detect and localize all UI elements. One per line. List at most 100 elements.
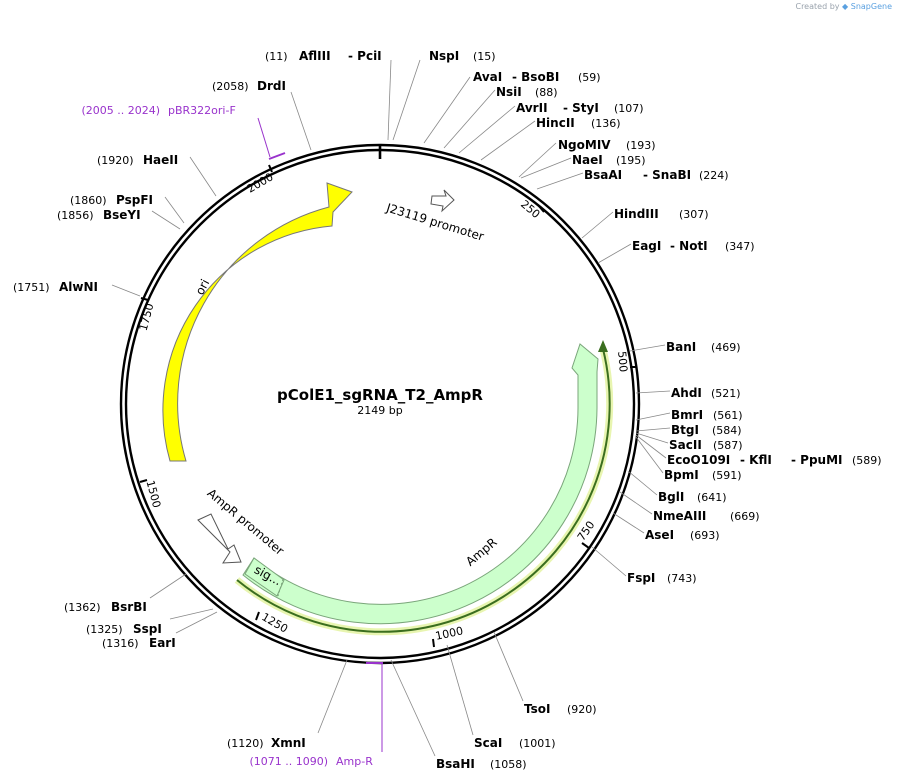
ampr-promoter-label: AmpR promoter xyxy=(205,486,287,558)
enzyme-name: AlwNI xyxy=(59,280,98,294)
credit-prefix: Created by xyxy=(795,2,840,11)
enzyme-name: ScaI xyxy=(474,736,502,750)
enzyme-position: (1860) xyxy=(70,194,107,207)
enzyme-name: - NotI xyxy=(670,239,708,253)
enzyme-site: BseYI(1856) xyxy=(57,208,181,230)
enzyme-name: BanI xyxy=(666,340,696,354)
ampr-label: AmpR xyxy=(463,535,499,569)
enzyme-position: (669) xyxy=(730,510,760,523)
enzyme-position: (1325) xyxy=(86,623,123,636)
enzyme-site: PspFI (1860) xyxy=(70,193,185,224)
enzyme-site: NmeAIII(669) xyxy=(619,491,760,523)
enzyme-name: BglI xyxy=(658,490,684,504)
enzyme-position: (1920) xyxy=(97,154,134,167)
enzyme-position: (1001) xyxy=(519,737,556,750)
enzyme-name: NgoMIV xyxy=(558,138,611,152)
enzyme-site: BsrBI(1362) xyxy=(64,573,187,614)
enzyme-site: NsiI(88) xyxy=(443,85,558,149)
enzyme-name: SspI xyxy=(133,622,162,636)
enzyme-name: BmrI xyxy=(671,408,703,422)
enzyme-site: AvaI - BsoBI (59) xyxy=(423,70,601,144)
primer-name: Amp-R xyxy=(336,755,373,768)
enzyme-name: EcoO109I xyxy=(667,453,730,467)
enzyme-position: (136) xyxy=(591,117,621,130)
enzyme-position: (193) xyxy=(626,139,656,152)
enzyme-name: - StyI xyxy=(563,101,599,115)
enzyme-name: - PciI xyxy=(348,49,382,63)
primer-amp-r: (1071 .. 1090) Amp-R xyxy=(249,662,383,768)
enzyme-leader-line xyxy=(635,436,664,474)
j23119-promoter: J23119 promoter xyxy=(384,189,486,244)
enzyme-name: DrdI xyxy=(257,79,286,93)
enzyme-site: AvrII- StyI(107) xyxy=(458,101,644,154)
enzyme-name: EarI xyxy=(149,636,176,650)
enzyme-position: (641) xyxy=(697,491,727,504)
enzyme-name: AhdI xyxy=(671,386,702,400)
enzyme-leader-line xyxy=(175,611,218,634)
enzyme-name: - BsoBI xyxy=(512,70,559,84)
enzyme-site: FspI(743) xyxy=(591,546,697,585)
enzyme-position: (584) xyxy=(712,424,742,437)
enzyme-leader-line xyxy=(635,432,669,444)
enzyme-position: (59) xyxy=(578,71,601,84)
enzyme-leader-line xyxy=(635,434,667,459)
enzyme-leader-line xyxy=(635,427,671,432)
enzyme-site: BglI (641) xyxy=(627,470,727,504)
enzyme-site: NspI(15) xyxy=(392,49,496,141)
enzyme-name: AvaI xyxy=(473,70,502,84)
primer-range: (1071 .. 1090) xyxy=(249,755,328,768)
enzyme-site: ScaI (1001) xyxy=(446,644,556,750)
enzyme-position: (589) xyxy=(852,454,882,467)
enzyme-name: TsoI xyxy=(524,702,550,716)
enzyme-leader-line xyxy=(164,196,185,224)
enzyme-leader-line xyxy=(629,344,666,352)
enzyme-site: SspI (1325) xyxy=(86,608,214,636)
enzyme-name: HaeII xyxy=(143,153,178,167)
enzyme-position: (11) xyxy=(265,50,288,63)
enzyme-site: DrdI(2058) xyxy=(212,79,312,151)
enzyme-position: (1362) xyxy=(64,601,101,614)
enzyme-site: EcoO109I- KflI- PpuMI(589) xyxy=(635,434,882,467)
enzyme-name: - SnaBI xyxy=(643,168,691,182)
primer-pbr322ori-f: (2005 .. 2024) pBR322ori-F xyxy=(81,104,286,160)
enzyme-site: BmrI(561) xyxy=(635,408,743,422)
enzyme-site: BsaHI(1058) xyxy=(390,659,527,771)
enzyme-position: (1856) xyxy=(57,209,94,222)
enzyme-position: (693) xyxy=(690,529,720,542)
enzyme-name: NsiI xyxy=(496,85,522,99)
enzyme-leader-line xyxy=(443,89,496,149)
enzyme-leader-line xyxy=(480,120,536,161)
enzyme-site: BsaAI- SnaBI(224) xyxy=(536,168,729,190)
enzyme-leader-line xyxy=(518,142,557,178)
primer-name: pBR322ori-F xyxy=(168,104,236,117)
enzyme-position: (587) xyxy=(713,439,743,452)
enzyme-leader-line xyxy=(493,631,524,702)
enzyme-site: NaeI(195) xyxy=(520,153,646,179)
enzyme-name: NspI xyxy=(429,49,459,63)
enzyme-site: BanI(469) xyxy=(629,340,741,354)
enzyme-name: - PpuMI xyxy=(791,453,843,467)
enzyme-position: (1120) xyxy=(227,737,264,750)
tick-label: 500 xyxy=(615,351,630,373)
tick-label: 250 xyxy=(518,198,542,221)
enzyme-name: EagI xyxy=(632,239,661,253)
enzyme-site: HaeII (1920) xyxy=(97,153,217,197)
primer-range: (2005 .. 2024) xyxy=(81,104,160,117)
enzyme-position: (1316) xyxy=(102,637,139,650)
enzyme-leader-line xyxy=(581,211,614,239)
enzyme-name: PspFI xyxy=(116,193,153,207)
enzyme-name: BsaAI xyxy=(584,168,622,182)
enzyme-leader-line xyxy=(290,91,312,151)
enzyme-site: HindIII(307) xyxy=(581,207,709,239)
ampr-promoter: AmpR promoter xyxy=(197,486,287,564)
enzyme-name: FspI xyxy=(627,571,655,585)
enzyme-leader-line xyxy=(169,608,214,620)
enzyme-leader-line xyxy=(149,573,187,599)
enzyme-leader-line xyxy=(446,644,474,736)
j23119-label: J23119 promoter xyxy=(384,200,486,243)
enzyme-leader-line xyxy=(635,390,671,394)
enzyme-name: SacII xyxy=(669,438,702,452)
enzyme-leader-line xyxy=(390,659,436,757)
enzyme-site: AlwNI(1751) xyxy=(13,280,141,297)
